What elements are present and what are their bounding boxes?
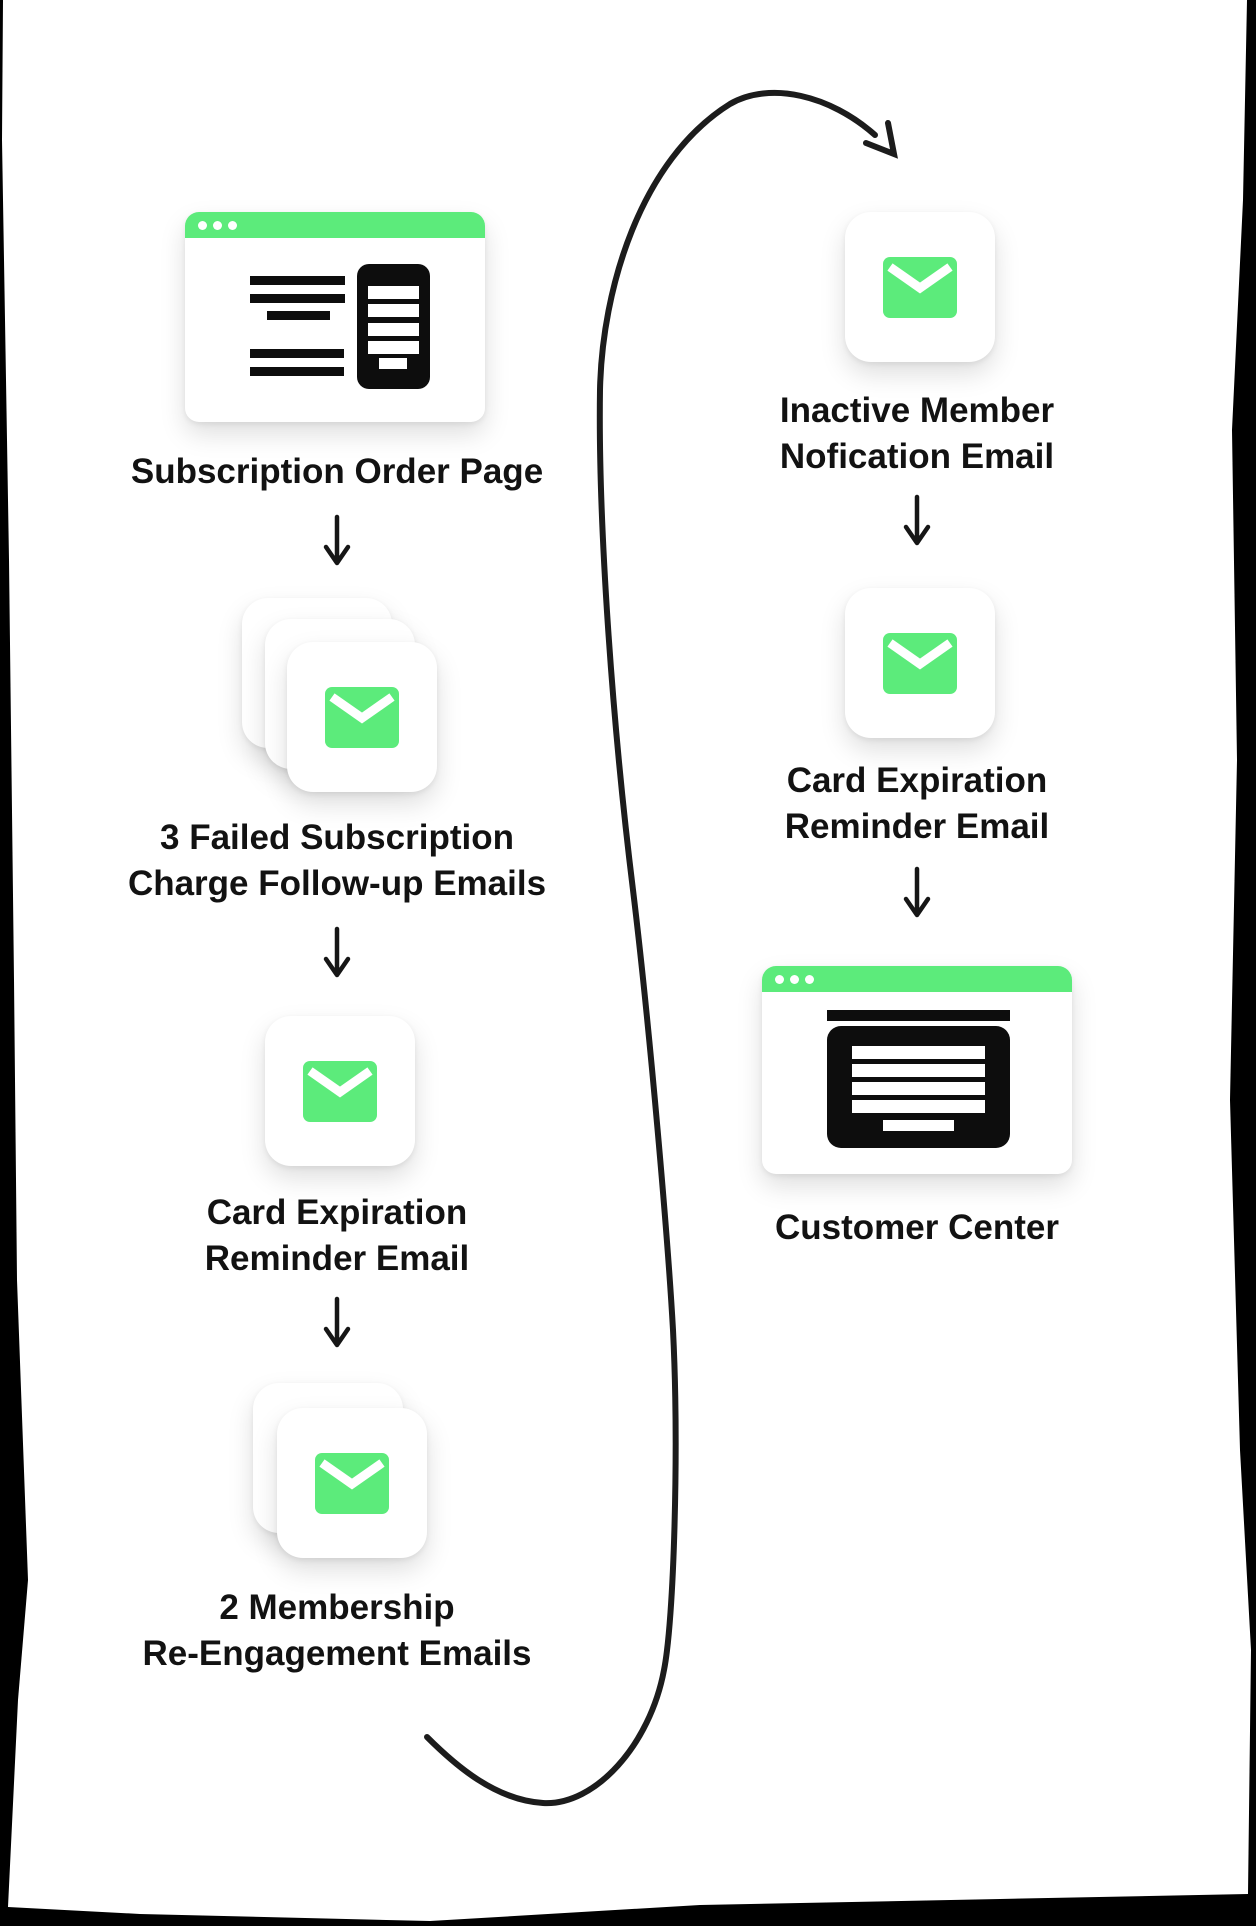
browser-titlebar	[185, 212, 485, 238]
email-stack-x2-icon	[253, 1383, 427, 1558]
page-text-line	[827, 1010, 1010, 1021]
node-label-line: 2 Membership	[219, 1588, 455, 1627]
node-label: Subscription Order Page	[87, 449, 587, 495]
node-label: Card Expiration Reminder Email	[87, 1190, 587, 1282]
down-arrow-icon	[323, 514, 351, 566]
node-label-line: Nofication Email	[779, 437, 1055, 476]
email-icon	[845, 588, 995, 738]
node-label-line: Reminder Email	[204, 1239, 470, 1278]
node-label: Card Expiration Reminder Email	[667, 758, 1167, 850]
node-label: 2 Membership Re-Engagement Emails	[87, 1585, 587, 1677]
down-arrow-icon	[323, 1296, 351, 1348]
email-icon	[845, 212, 995, 362]
window-dot-icon	[228, 220, 237, 230]
stacked-card	[277, 1408, 427, 1558]
email-stack-x3-icon	[242, 598, 438, 794]
order-receipt-icon	[357, 264, 430, 389]
envelope-icon	[303, 1060, 377, 1122]
page-text-line	[250, 367, 344, 376]
window-dot-icon	[805, 974, 814, 984]
browser-titlebar	[762, 966, 1072, 992]
window-dot-icon	[213, 220, 222, 230]
node-label-line: Charge Follow-up Emails	[127, 864, 547, 903]
customer-center-icon	[762, 966, 1072, 1174]
page-text-line	[250, 349, 344, 358]
window-dot-icon	[790, 974, 799, 984]
subscription-order-page-icon	[185, 212, 485, 422]
down-arrow-icon	[903, 494, 931, 546]
envelope-icon	[883, 632, 957, 694]
node-label-line: Reminder Email	[784, 807, 1050, 846]
node-label-line: Card Expiration	[206, 1193, 468, 1232]
envelope-icon	[883, 256, 957, 318]
envelope-icon	[315, 1452, 389, 1514]
form-panel-icon	[827, 1026, 1010, 1148]
envelope-icon	[325, 686, 399, 748]
page-text-line	[267, 311, 330, 320]
stacked-card	[287, 642, 437, 792]
node-label: 3 Failed Subscription Charge Follow-up E…	[87, 815, 587, 907]
node-label-line: Card Expiration	[786, 761, 1048, 800]
page-text-line	[250, 276, 345, 285]
node-label-line: 3 Failed Subscription	[160, 818, 514, 857]
window-dot-icon	[775, 974, 784, 984]
window-dot-icon	[198, 220, 207, 230]
node-label-line: Inactive Member	[779, 391, 1055, 430]
node-label: Inactive Member Nofication Email	[667, 388, 1167, 480]
node-label-line: Customer Center	[775, 1208, 1059, 1247]
node-label: Customer Center	[667, 1205, 1167, 1251]
email-icon	[265, 1016, 415, 1166]
node-label-line: Subscription Order Page	[130, 452, 544, 491]
node-label-line: Re-Engagement Emails	[142, 1634, 532, 1673]
down-arrow-icon	[323, 926, 351, 978]
page-text-line	[250, 294, 345, 303]
down-arrow-icon	[903, 866, 931, 918]
